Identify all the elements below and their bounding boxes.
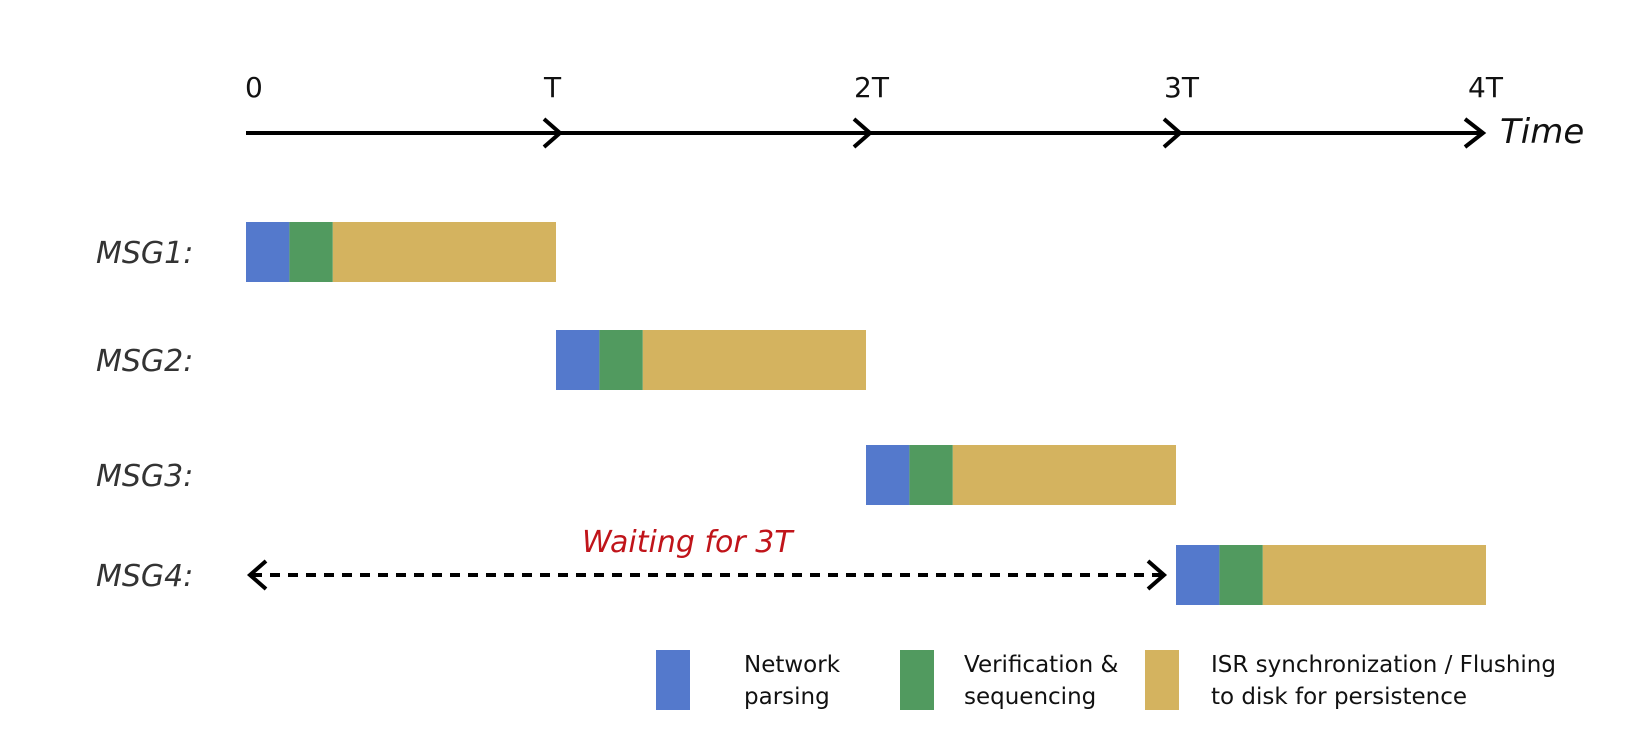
phase-segment-network xyxy=(866,445,910,505)
message-label: MSG1: xyxy=(96,236,193,271)
legend-label: sequencing xyxy=(964,684,1096,710)
tick-label: T xyxy=(543,71,562,104)
tick-label: 3T xyxy=(1164,71,1200,104)
message-row: MSG3: xyxy=(96,445,1176,505)
message-label: MSG3: xyxy=(96,459,193,494)
message-label: MSG4: xyxy=(96,559,193,594)
message-row: MSG2: xyxy=(96,330,866,390)
legend-label: Verification & xyxy=(964,652,1119,678)
phase-segment-isr xyxy=(642,330,866,390)
legend-item-verify: Verification & sequencing xyxy=(900,650,1119,710)
legend-swatch xyxy=(656,650,690,710)
legend-item-isr: ISR synchronization / Flushing to disk fo… xyxy=(1145,650,1556,710)
message-row: MSG1: xyxy=(96,222,556,282)
legend: Network parsing Verification & sequencing IS… xyxy=(656,650,1556,710)
phase-segment-isr xyxy=(952,445,1176,505)
tick-label: 4T xyxy=(1468,71,1504,104)
phase-segment-network xyxy=(1176,545,1220,605)
tick-label: 2T xyxy=(854,71,890,104)
phase-segment-verify xyxy=(909,445,953,505)
phase-segment-isr xyxy=(332,222,556,282)
waiting-arrowhead-right xyxy=(1146,559,1168,591)
waiting-arrow: Waiting for 3T xyxy=(246,525,1168,591)
phase-segment-verify xyxy=(599,330,643,390)
legend-item-network: Network parsing xyxy=(656,650,841,710)
message-row: MSG4: xyxy=(96,545,1486,605)
phase-segment-verify xyxy=(289,222,333,282)
message-label: MSG2: xyxy=(96,344,193,379)
waiting-label: Waiting for 3T xyxy=(582,525,795,560)
legend-label: parsing xyxy=(744,684,830,710)
time-axis-title: Time xyxy=(1500,112,1584,152)
legend-swatch xyxy=(900,650,934,710)
tick-arrowhead xyxy=(1162,117,1184,149)
phase-segment-verify xyxy=(1219,545,1263,605)
phase-segment-isr xyxy=(1262,545,1486,605)
phase-segment-network xyxy=(556,330,600,390)
tick-arrowhead xyxy=(542,117,564,149)
message-rows: MSG1: MSG2: MSG3: MSG4: xyxy=(96,222,1486,605)
time-axis: 0 T 2T 3T 4T Time xyxy=(245,71,1584,152)
tick-label: 0 xyxy=(245,71,263,104)
time-axis-arrowhead xyxy=(1463,117,1487,149)
tick-arrowhead xyxy=(852,117,874,149)
waiting-arrowhead-left xyxy=(246,559,268,591)
legend-label: ISR synchronization / Flushing xyxy=(1211,652,1556,678)
legend-swatch xyxy=(1145,650,1179,710)
legend-label: to disk for persistence xyxy=(1211,684,1467,710)
phase-segment-network xyxy=(246,222,290,282)
legend-label: Network xyxy=(744,652,841,678)
